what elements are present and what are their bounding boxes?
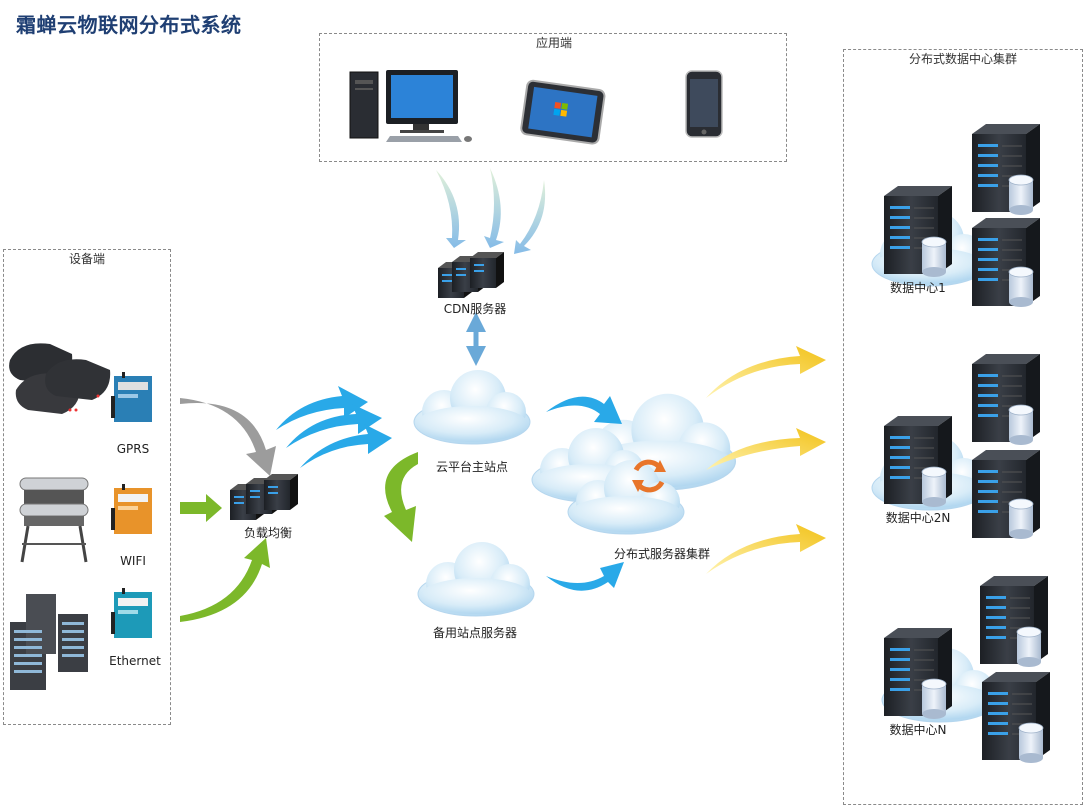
gprs-label: GPRS (116, 442, 150, 456)
main-to-cluster-arrow (546, 396, 622, 424)
printer-icon (19, 477, 89, 563)
datacenter-group (843, 49, 1083, 805)
backup-to-cluster-arrow (546, 562, 624, 591)
server-rack-icon (10, 594, 88, 690)
cluster-to-dcn-arrow (706, 524, 826, 574)
cluster-to-dc2-arrow (706, 428, 826, 470)
main-site-label: 云平台主站点 (435, 460, 508, 474)
sync-icon (632, 459, 666, 493)
backup-site-cloud-icon (417, 541, 535, 617)
ethernet-to-lb-arrow (180, 538, 270, 622)
cluster-to-dc1-arrow (706, 346, 826, 398)
ethernet-device-icon (111, 588, 152, 638)
datacenter-2-label: 数据中心2N (885, 511, 951, 525)
datacenter-group-label: 分布式数据中心集群 (908, 52, 1017, 66)
app-group-label: 应用端 (535, 36, 572, 50)
load-balancer-label: 负载均衡 (243, 526, 292, 540)
main-site-cloud-icon (413, 369, 531, 445)
lb-to-main-arrows (276, 386, 392, 468)
datacenter-n-label: 数据中心N (889, 723, 947, 737)
device-group-label: 设备端 (68, 252, 105, 266)
tablet-icon (520, 79, 606, 145)
server-cluster-label: 分布式服务器集群 (613, 547, 710, 561)
cdn-label: CDN服务器 (443, 302, 507, 316)
wifi-to-lb-arrow (180, 494, 222, 522)
backup-site-label: 备用站点服务器 (432, 626, 517, 640)
ethernet-label: Ethernet (109, 654, 161, 668)
datacenter-1-label: 数据中心1 (890, 281, 946, 295)
gprs-device-icon (111, 372, 152, 422)
wifi-label: WIFI (120, 554, 146, 568)
modem-icon (9, 343, 111, 414)
load-balancer-server-icon (230, 474, 298, 520)
smartphone-icon (685, 70, 723, 138)
cdn-server-icon (438, 252, 504, 298)
desktop-computer-icon (349, 70, 472, 142)
device-group (3, 249, 171, 725)
gprs-to-lb-arrow (180, 398, 276, 476)
server-cluster-cloud-icon (531, 393, 737, 535)
page-title: 霜蝉云物联网分布式系统 (16, 13, 242, 37)
main-to-backup-arrow (384, 452, 418, 542)
app-to-cdn-arrows (436, 168, 546, 254)
wifi-device-icon (111, 484, 152, 534)
app-group (319, 33, 787, 162)
